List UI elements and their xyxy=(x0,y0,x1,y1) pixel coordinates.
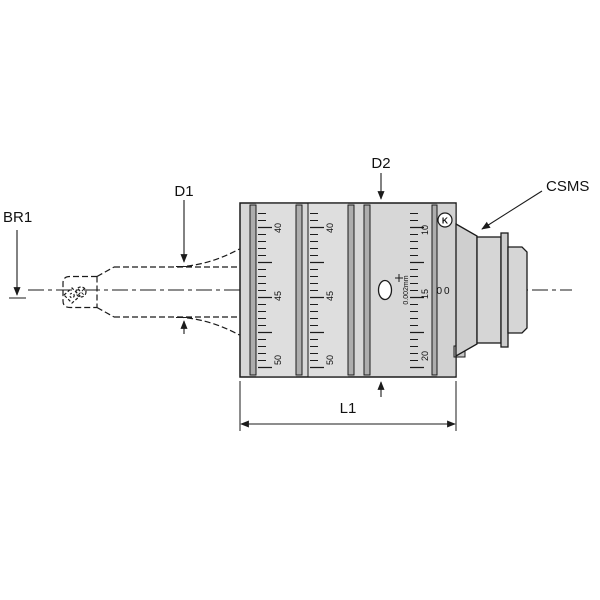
vernier-short-ticks xyxy=(410,207,418,373)
l1-dimension xyxy=(239,381,457,431)
insert-screw-icon xyxy=(69,292,75,299)
br1-dimension xyxy=(9,230,26,299)
bar-flare-top xyxy=(177,248,240,268)
shank-collar xyxy=(500,232,509,348)
dimensions xyxy=(9,173,543,431)
dial-numbers: 40 45 50 40 45 50 10 15 20 xyxy=(273,223,430,365)
csms-label: CSMS xyxy=(546,178,589,195)
groove xyxy=(431,204,438,376)
ring-a-number: 50 xyxy=(273,355,283,365)
br1-label: BR1 xyxy=(3,209,32,226)
bar-head-outline xyxy=(62,275,97,309)
body-grooves xyxy=(249,204,438,376)
d1-dimension xyxy=(176,200,192,334)
vernier-number: 10 xyxy=(420,225,430,235)
zero-reading: 00 xyxy=(436,286,451,297)
cutting-insert-outline xyxy=(63,287,81,304)
end-cap xyxy=(437,203,456,377)
bar-flare-bottom xyxy=(177,316,240,336)
ring-a-number: 40 xyxy=(273,223,283,233)
shank-cylinder-1 xyxy=(476,236,502,344)
index-cross-icon xyxy=(395,274,403,282)
ring-b-number: 45 xyxy=(325,291,335,301)
ring-a-short-ticks xyxy=(258,207,266,373)
groove xyxy=(363,204,371,376)
graduation-value: 0.002mm xyxy=(403,275,410,304)
shank xyxy=(453,222,528,358)
dimension-labels: BR1 D1 D2 L1 CSMS xyxy=(3,155,589,417)
ring-b-number: 40 xyxy=(325,223,335,233)
l1-label: L1 xyxy=(340,400,357,417)
brand-logo-icon xyxy=(437,212,453,228)
groove xyxy=(347,204,355,376)
bar-neck-bottom xyxy=(96,306,115,318)
head-body: 40 45 50 40 45 50 10 15 20 0.002mm 00 K xyxy=(239,202,457,378)
ring-b-short-ticks xyxy=(310,207,318,373)
clamp-screw-cross-icon xyxy=(77,288,85,296)
groove xyxy=(249,204,257,376)
d1-label: D1 xyxy=(174,183,193,200)
d2-label: D2 xyxy=(371,155,390,172)
adjustment-hole xyxy=(377,279,393,301)
dial-graduations xyxy=(258,207,424,373)
shank-cylinder-2 xyxy=(507,246,528,334)
csms-leader-line xyxy=(481,190,543,230)
ring-b-number: 50 xyxy=(325,355,335,365)
vernier-number: 15 xyxy=(420,289,430,299)
bar-neck-top xyxy=(96,266,115,278)
groove xyxy=(295,204,303,376)
boring-bar-hidden-outline xyxy=(62,248,240,336)
clamp-screw-icon xyxy=(75,286,87,298)
brand-logo-letter: K xyxy=(442,216,449,226)
shank-taper xyxy=(455,222,478,358)
ring-a-number: 45 xyxy=(273,291,283,301)
vernier-number: 20 xyxy=(420,351,430,361)
